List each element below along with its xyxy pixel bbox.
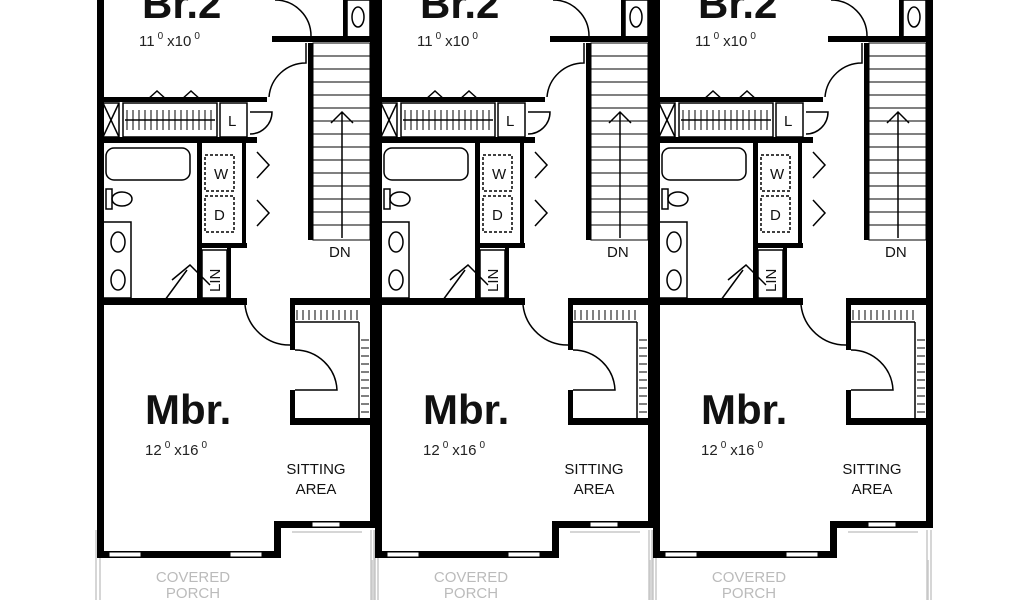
stairs-down-label: DN [607,244,629,261]
room-label-mbr: Mbr. [701,386,787,433]
stairs-down-label: DN [329,244,351,261]
lin-label: LIN [763,269,780,292]
linen-closet-label: L [784,113,792,130]
washer-label: W [770,166,785,183]
linen-closet-label: L [506,113,514,130]
porch-label-2: PORCH [444,585,498,600]
unit-walls [373,0,656,600]
sitting-area-label-2: AREA [296,481,337,498]
room-label-br2: Br.2 [142,0,221,27]
room-label-mbr: Mbr. [423,386,509,433]
porch-label-2: PORCH [722,585,776,600]
porch-label: COVERED [712,569,786,586]
sitting-area-label-2: AREA [852,481,893,498]
room-label-br2: Br.2 [698,0,777,27]
sitting-area-label: SITTING [564,461,623,478]
lin-label: LIN [207,269,224,292]
sitting-area-label: SITTING [842,461,901,478]
stairs-down-label: DN [885,244,907,261]
linen-closet-label: L [228,113,236,130]
porch-label: COVERED [434,569,508,586]
unit-walls [651,0,934,600]
room-label-br2: Br.2 [420,0,499,27]
dryer-label: D [770,207,781,224]
dryer-label: D [492,207,503,224]
washer-label: W [214,166,229,183]
sitting-area-label: SITTING [286,461,345,478]
room-label-mbr: Mbr. [145,386,231,433]
porch-label-2: PORCH [166,585,220,600]
unit-walls [95,0,378,600]
dryer-label: D [214,207,225,224]
porch-label: COVERED [156,569,230,586]
lin-label: LIN [485,269,502,292]
washer-label: W [492,166,507,183]
sitting-area-label-2: AREA [574,481,615,498]
